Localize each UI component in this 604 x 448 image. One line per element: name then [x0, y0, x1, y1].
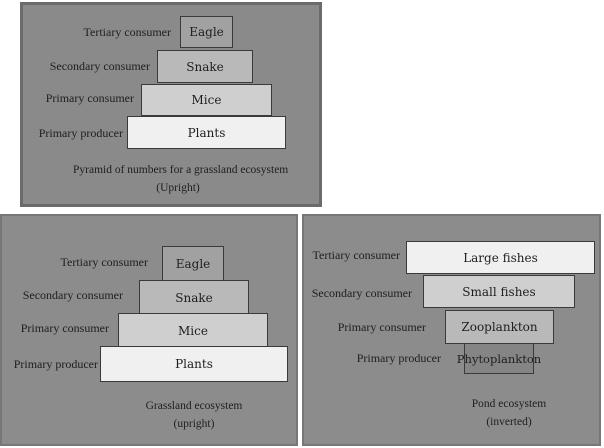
grassland-pyramid-of-numbers-panel: Tertiary consumer Eagle Secondary consum…	[20, 2, 322, 207]
mice-level: Mice	[141, 84, 272, 116]
primary-consumer-label: Primary consumer	[45, 91, 134, 105]
small-fishes-level: Small fishes	[423, 275, 575, 308]
secondary-consumer-label: Secondary consumer	[22, 288, 123, 302]
grassland-ecosystem-panel: Tertiary consumer Eagle Secondary consum…	[0, 214, 298, 446]
mice-level: Mice	[118, 313, 268, 349]
plants-level: Plants	[127, 116, 286, 149]
secondary-consumer-label: Secondary consumer	[49, 59, 150, 73]
phytoplankton-level: Phytoplankton	[457, 343, 541, 374]
secondary-consumer-label: Secondary consumer	[311, 286, 412, 300]
primary-consumer-label: Primary consumer	[337, 320, 426, 334]
tertiary-consumer-label: Tertiary consumer	[83, 25, 171, 39]
primary-producer-label: Primary producer	[38, 126, 123, 140]
plants-level: Plants	[100, 346, 288, 382]
eagle-level: Eagle	[180, 16, 233, 48]
tertiary-consumer-label: Tertiary consumer	[60, 255, 148, 269]
grassland-caption: Grassland ecosystem (upright)	[145, 400, 243, 430]
pond-caption: Pond ecosystem (inverted)	[471, 398, 547, 428]
primary-producer-label: Primary producer	[13, 357, 98, 371]
pyramid-caption: Pyramid of numbers for a grassland ecosy…	[73, 164, 289, 194]
primary-consumer-label: Primary consumer	[20, 321, 109, 335]
tertiary-consumer-label: Tertiary consumer	[312, 248, 400, 262]
zooplankton-level: Zooplankton	[445, 310, 554, 344]
snake-level: Snake	[139, 280, 249, 316]
snake-level: Snake	[157, 50, 253, 83]
large-fishes-level: Large fishes	[406, 241, 595, 274]
pond-ecosystem-panel: Tertiary consumer Large fishes Secondary…	[302, 214, 601, 446]
primary-producer-label: Primary producer	[356, 351, 441, 365]
eagle-level: Eagle	[162, 246, 224, 282]
